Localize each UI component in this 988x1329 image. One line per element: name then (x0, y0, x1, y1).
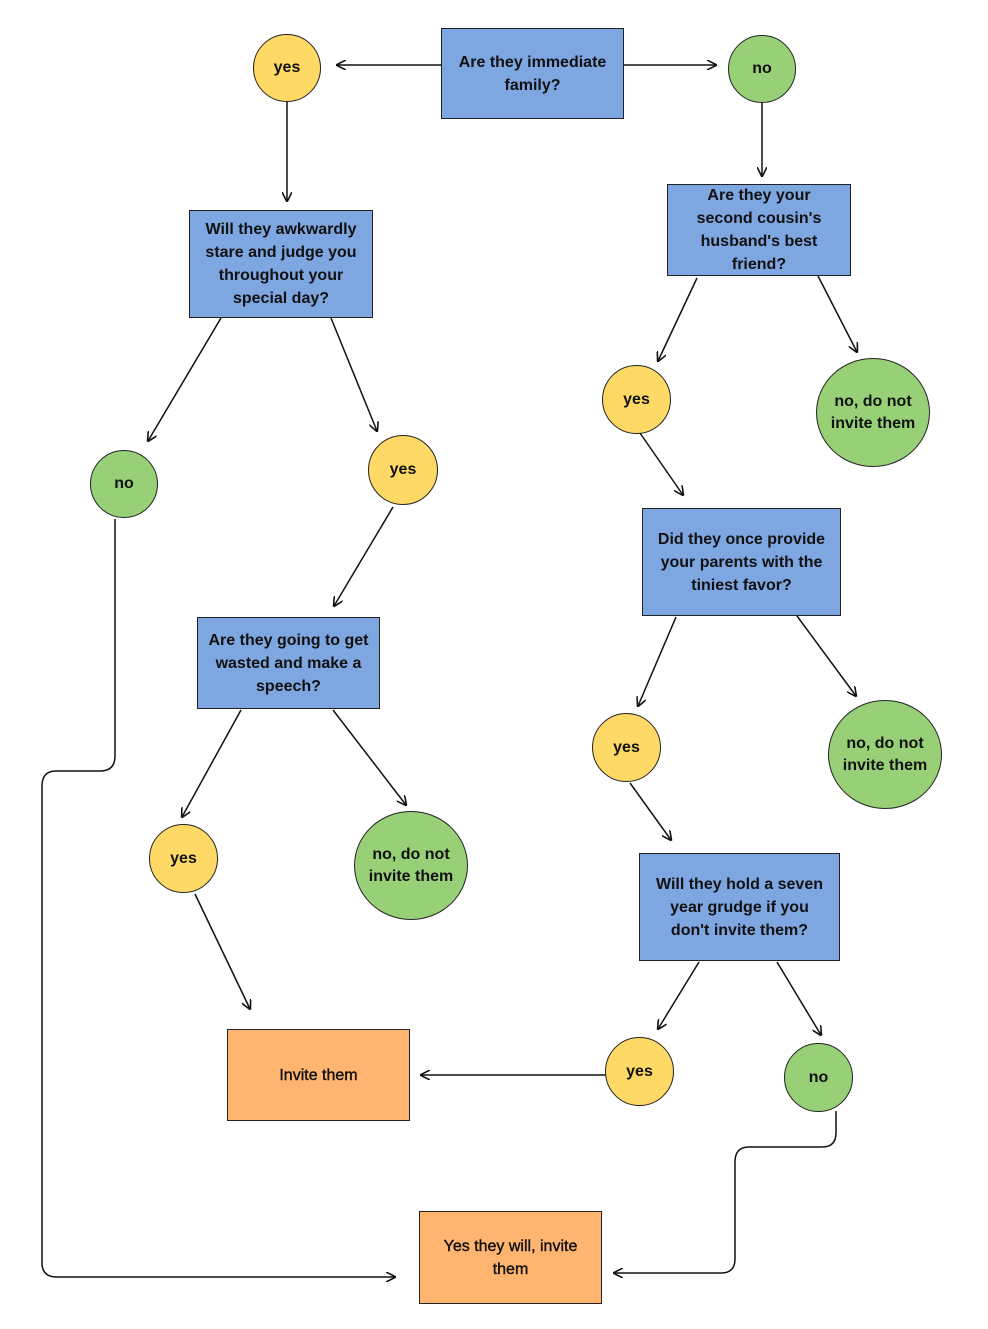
question-seven-year-grudge: Will they hold a seven year grudge if yo… (639, 853, 840, 961)
answer-yes-tiniest-favor: yes (592, 713, 661, 782)
question-tiniest-favor-text: Did they once provide your parents with … (657, 530, 826, 594)
edge-q5-to-a8 (796, 615, 856, 696)
answer-yes-seven-year-grudge: yes (605, 1037, 674, 1106)
question-wasted-speech-text: Are they going to get wasted and make a … (208, 631, 369, 695)
answer-yes-awkwardly-stare-text: yes (389, 461, 417, 478)
edge-q3-to-a6 (817, 275, 857, 352)
answer-no-second-cousin-do-not-invite: no, do not invite them (816, 358, 930, 467)
answer-no-tiniest-favor-do-not-invite: no, do not invite them (828, 700, 942, 809)
answer-no-immediate-family-text: no (752, 60, 772, 77)
answer-no-wasted-speech-do-not-invite: no, do not invite them (354, 811, 468, 920)
edge-a12-to-r2 (614, 1111, 837, 1273)
question-immediate-family-text: Are they immediate family? (458, 53, 607, 94)
edge-q5-to-a7 (638, 616, 677, 706)
question-wasted-speech: Are they going to get wasted and make a … (197, 617, 380, 709)
answer-yes-immediate-family-text: yes (273, 59, 301, 76)
answer-yes-tiniest-favor-text: yes (613, 738, 640, 756)
edge-a7-to-q6 (629, 782, 671, 840)
answer-no-seven-year-grudge-text: no (808, 1068, 829, 1086)
answer-yes-wasted-speech-text: yes (170, 849, 197, 867)
answer-no-tiniest-favor-do-not-invite-text: no, do not invite them (842, 734, 928, 774)
answer-yes-wasted-speech: yes (149, 824, 218, 893)
edge-q6-to-a12 (776, 961, 821, 1035)
edge-a5-to-q5 (639, 432, 683, 495)
edge-a4-to-q4 (334, 506, 394, 606)
answer-no-wasted-speech-do-not-invite-text: no, do not invite them (368, 845, 454, 885)
answer-no-seven-year-grudge: no (784, 1043, 853, 1112)
answer-yes-second-cousin-text: yes (623, 390, 650, 408)
question-second-cousin: Are they your second cousin's husband's … (667, 184, 851, 276)
answer-yes-immediate-family: yes (253, 34, 321, 102)
answer-yes-second-cousin: yes (602, 365, 671, 434)
question-immediate-family: Are they immediate family? (441, 28, 624, 119)
answer-no-immediate-family: no (728, 35, 796, 103)
result-invite-them: Invite them (227, 1029, 410, 1121)
edge-q6-to-a11 (658, 961, 700, 1029)
answer-yes-awkwardly-stare: yes (368, 435, 438, 505)
answer-no-awkwardly-stare-text: no (114, 475, 134, 492)
edge-q2-to-a4 (330, 317, 377, 431)
result-yes-they-will-invite-them: Yes they will, invite them (419, 1211, 602, 1304)
answer-yes-seven-year-grudge-text: yes (626, 1062, 653, 1080)
edge-a9-to-r1 (194, 893, 250, 1009)
question-seven-year-grudge-text: Will they hold a seven year grudge if yo… (655, 875, 823, 939)
edge-q2-to-a3 (148, 317, 222, 441)
answer-no-awkwardly-stare: no (90, 450, 158, 518)
edge-q4-to-a10 (332, 709, 406, 805)
result-yes-they-will-invite-them-text: Yes they will, invite them (443, 1237, 578, 1278)
question-second-cousin-text: Are they your second cousin's husband's … (696, 187, 822, 273)
edge-a3-to-r2 (41, 519, 395, 1277)
edge-q3-to-a5 (658, 277, 698, 361)
question-awkwardly-stare-text: Will they awkwardly stare and judge you … (205, 221, 357, 307)
question-awkwardly-stare: Will they awkwardly stare and judge you … (189, 210, 373, 318)
answer-no-second-cousin-do-not-invite-text: no, do not invite them (830, 392, 916, 432)
edge-q4-to-a9 (182, 709, 242, 817)
question-tiniest-favor: Did they once provide your parents with … (642, 508, 841, 616)
result-invite-them-text: Invite them (279, 1066, 358, 1084)
